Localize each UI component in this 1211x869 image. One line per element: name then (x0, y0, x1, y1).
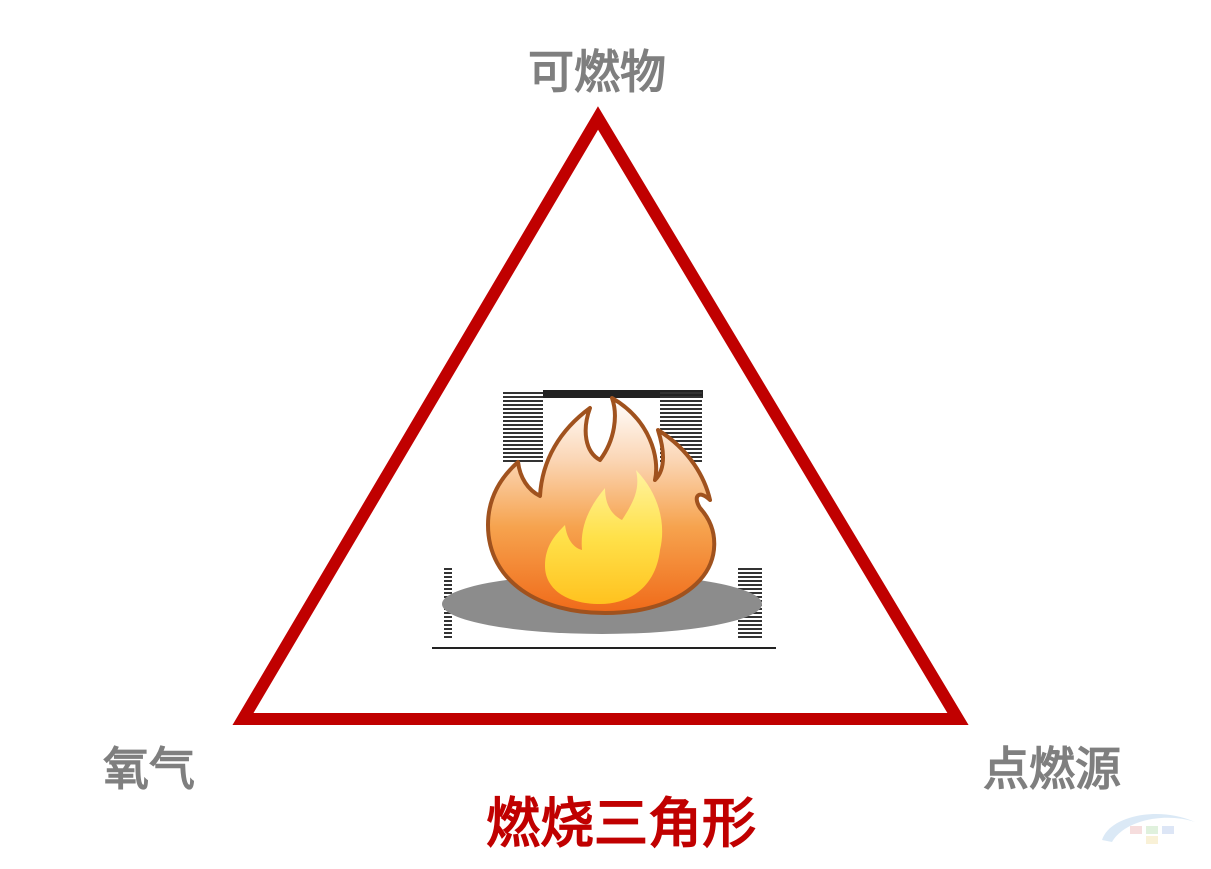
vertex-label-fuel: 可燃物 (528, 45, 666, 99)
vertex-label-ignition: 点燃源 (983, 742, 1121, 796)
fire-triangle (232, 106, 969, 725)
vertex-label-oxygen: 氧气 (103, 742, 195, 796)
fire-icon (486, 396, 717, 615)
logo-watermark (1102, 813, 1195, 844)
diagram-title: 燃烧三角形 (486, 792, 756, 855)
